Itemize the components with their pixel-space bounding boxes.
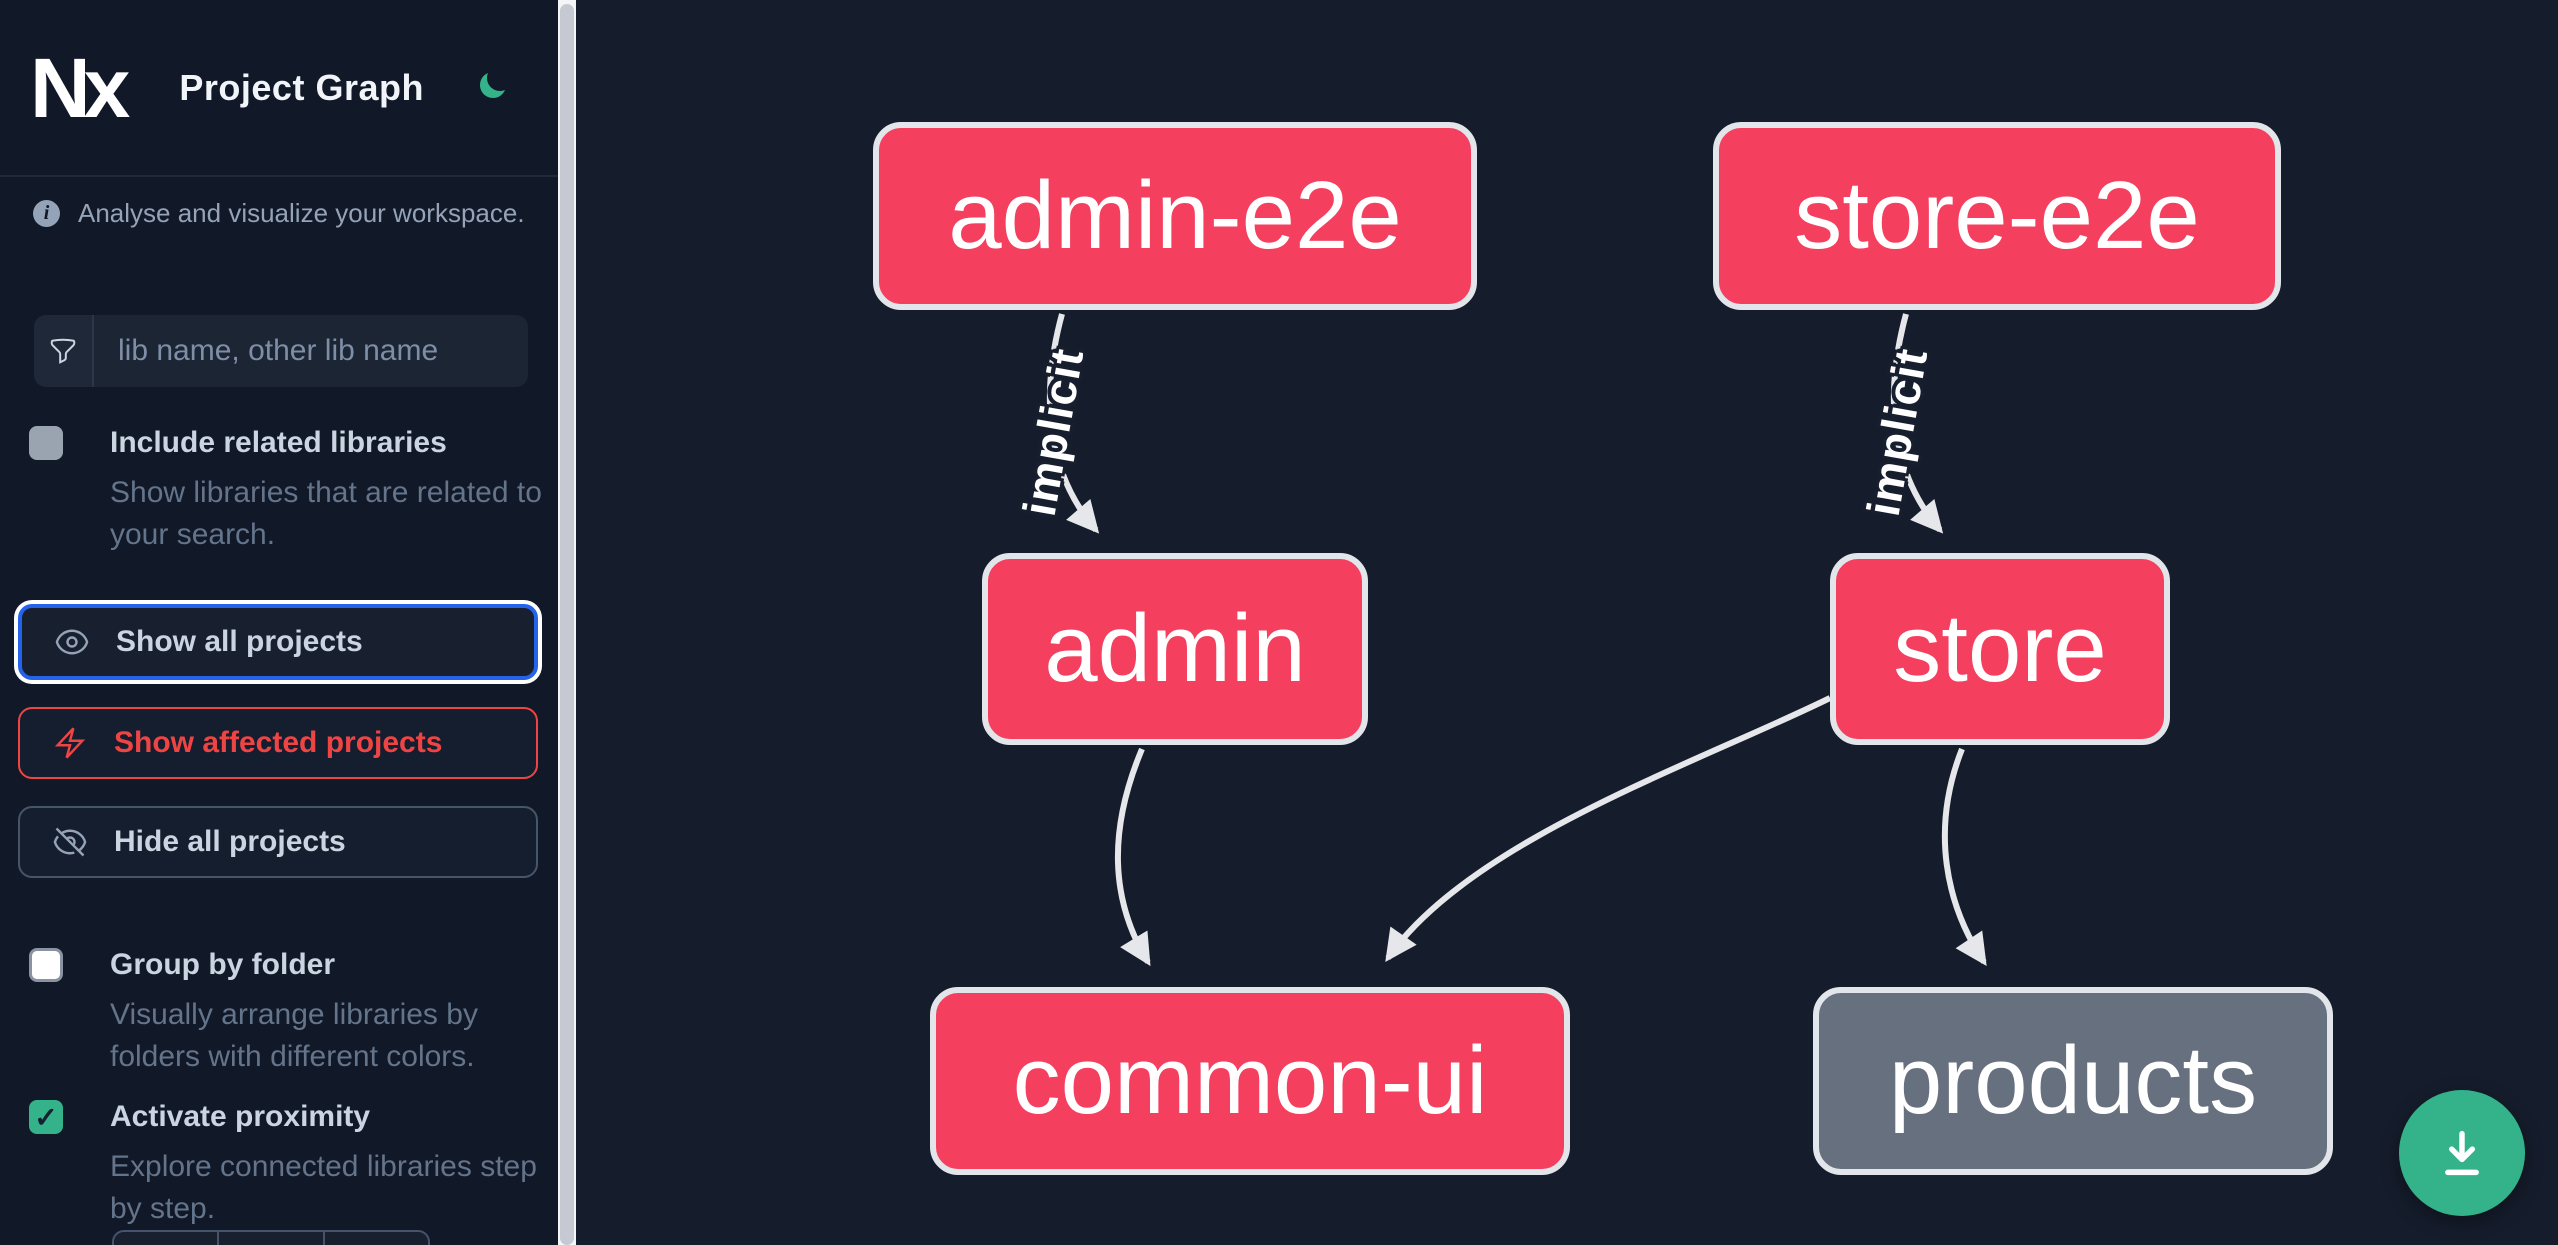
button-label: Show affected projects [114, 726, 443, 759]
sidebar-header: Nx Project Graph [0, 0, 558, 177]
segment[interactable] [217, 1232, 322, 1245]
toggle-label: Activate proximity [110, 1100, 371, 1133]
toggle-label: Include related libraries [110, 426, 447, 459]
checkbox-include-related[interactable] [29, 426, 63, 460]
toggle-label: Group by folder [110, 948, 335, 981]
dark-mode-moon-icon[interactable] [476, 70, 508, 102]
eye-off-icon [53, 827, 87, 857]
segment[interactable] [114, 1232, 217, 1245]
project-node-admin-e2e[interactable]: admin-e2e [873, 122, 1477, 310]
node-label: products [1888, 1027, 2258, 1134]
download-image-button[interactable] [2399, 1090, 2525, 1216]
search-input[interactable] [94, 315, 528, 387]
hide-all-projects-button[interactable]: Hide all projects [18, 806, 538, 878]
toggle-group-by-folder: Group by folder Visually arrange librari… [29, 946, 529, 1078]
node-label: admin [1044, 595, 1306, 702]
proximity-depth-segmented-control[interactable] [112, 1230, 430, 1245]
eye-icon [55, 629, 89, 655]
sidebar-scrollbar-track [558, 0, 576, 1245]
node-label: store-e2e [1794, 162, 2200, 269]
project-node-common-ui[interactable]: common-ui [930, 987, 1570, 1175]
project-node-admin[interactable]: admin [982, 553, 1368, 745]
checkbox-activate-proximity[interactable]: ✓ [29, 1100, 63, 1134]
download-icon [2445, 1130, 2479, 1176]
sidebar-scrollbar-thumb[interactable] [560, 4, 574, 1245]
nx-logo: Nx [30, 40, 130, 135]
node-label: common-ui [1012, 1027, 1488, 1134]
button-label: Show all projects [116, 625, 363, 658]
filter-funnel-icon [34, 315, 94, 387]
checkbox-group-by-folder[interactable] [29, 948, 63, 982]
info-icon: i [33, 200, 60, 227]
node-label: admin-e2e [948, 162, 1402, 269]
project-node-products[interactable]: products [1813, 987, 2333, 1175]
page-title: Project Graph [179, 66, 424, 108]
node-label: store [1893, 595, 2107, 702]
toggle-include-related: Include related libraries Show libraries… [29, 424, 542, 556]
toggle-description: Explore connected libraries step by step… [110, 1150, 537, 1225]
button-label: Hide all projects [114, 825, 346, 858]
workspace-info-row: i Analyse and visualize your workspace. [33, 198, 525, 229]
segment[interactable] [322, 1232, 428, 1245]
toggle-activate-proximity: ✓ Activate proximity Explore connected l… [29, 1098, 537, 1230]
project-node-store-e2e[interactable]: store-e2e [1713, 122, 2281, 310]
sidebar: Nx Project Graph i Analyse and visualize… [0, 0, 558, 1245]
project-node-store[interactable]: store [1830, 553, 2170, 745]
show-all-projects-button[interactable]: Show all projects [18, 604, 538, 680]
search-box [34, 315, 528, 387]
toggle-description: Show libraries that are related to your … [110, 476, 542, 551]
lightning-bolt-icon [54, 727, 86, 759]
toggle-description: Visually arrange libraries by folders wi… [110, 998, 478, 1073]
show-affected-projects-button[interactable]: Show affected projects [18, 707, 538, 779]
tagline: Analyse and visualize your workspace. [78, 198, 525, 228]
